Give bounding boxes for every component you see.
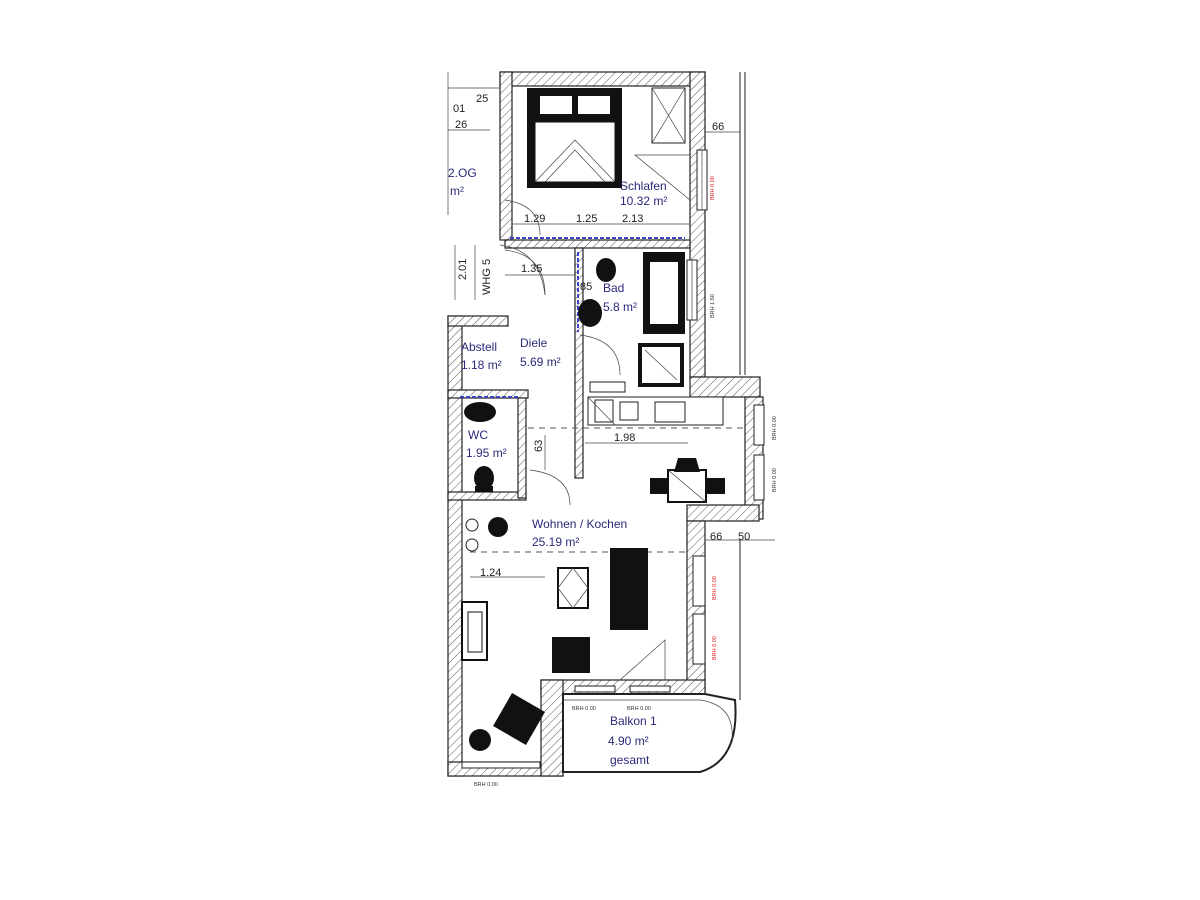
room-area-balkon: 4.90 m² bbox=[608, 734, 649, 748]
brh-red-mid1: BRH 0.00 bbox=[712, 576, 718, 600]
dim-50: 50 bbox=[738, 531, 750, 543]
dim-198: 1.98 bbox=[614, 432, 635, 444]
dim-125: 1.25 bbox=[576, 213, 597, 225]
dimension-lines bbox=[470, 223, 690, 578]
dim-66-mid: 66 bbox=[710, 531, 722, 543]
door-swings bbox=[504, 154, 691, 681]
room-name-wc: WC bbox=[468, 428, 488, 442]
room-area-bad: 5.8 m² bbox=[603, 300, 637, 314]
room-labels: Schlafen 10.32 m² 2.13 Bad 5.8 m² Diele … bbox=[448, 166, 667, 767]
balcony-furniture bbox=[469, 693, 545, 751]
room-name-neighbor: 2.OG bbox=[448, 166, 477, 180]
dining-table bbox=[650, 458, 725, 503]
room-name-schlafen: Schlafen bbox=[620, 179, 667, 193]
dim-85: 85 bbox=[580, 281, 592, 293]
exterior-lines bbox=[705, 72, 775, 700]
wardrobe bbox=[651, 87, 686, 144]
room-area-neighbor: m² bbox=[450, 184, 464, 198]
dim-63: 63 bbox=[533, 440, 545, 452]
door-markers bbox=[460, 237, 685, 398]
room-area-wohnen: 25.19 m² bbox=[532, 535, 579, 549]
room-name-balkon: Balkon 1 bbox=[610, 714, 657, 728]
room-area-abstell: 1.18 m² bbox=[461, 358, 502, 372]
brh-red-top: BRH 0.00 bbox=[710, 176, 716, 200]
dim-whg: WHG 5 bbox=[481, 259, 493, 295]
room-note-balkon: gesamt bbox=[610, 753, 650, 767]
balcony-outline bbox=[562, 693, 737, 773]
dim-66-top: 66 bbox=[712, 121, 724, 133]
brh-red-mid2: BRH 0.00 bbox=[712, 636, 718, 660]
room-dim-schlafen: 2.13 bbox=[622, 213, 643, 225]
brh-label-balkon2: BRH 0.00 bbox=[627, 706, 651, 712]
living-furniture bbox=[461, 517, 648, 673]
brh-label-mid2: BRH 0.00 bbox=[772, 468, 778, 492]
dim-129: 1.29 bbox=[524, 213, 545, 225]
dim-01: 01 bbox=[453, 103, 465, 115]
room-area-schlafen: 10.32 m² bbox=[620, 194, 667, 208]
brh-label-bottom: BRH 0.00 bbox=[474, 782, 498, 788]
room-name-abstell: Abstell bbox=[461, 340, 497, 354]
room-name-bad: Bad bbox=[603, 281, 624, 295]
brh-label-balkon1: BRH 0.00 bbox=[572, 706, 596, 712]
dim-26: 26 bbox=[455, 119, 467, 131]
brh-label-mid1: BRH 0.00 bbox=[772, 416, 778, 440]
room-name-wohnen: Wohnen / Kochen bbox=[532, 517, 627, 531]
kitchen bbox=[587, 381, 724, 426]
brh-label-top: BRH 1.60 bbox=[710, 294, 716, 318]
dim-201: 2.01 bbox=[457, 259, 469, 280]
bed bbox=[527, 88, 622, 188]
dashed-lines bbox=[470, 427, 745, 553]
bath-fixtures bbox=[578, 252, 685, 387]
dim-25: 25 bbox=[476, 93, 488, 105]
wc-fixtures bbox=[464, 402, 496, 492]
dimension-labels: 01 25 26 66 1.29 1.25 1.35 2.01 WHG 5 85… bbox=[453, 93, 750, 579]
windows bbox=[461, 149, 765, 769]
dim-135: 1.35 bbox=[521, 263, 542, 275]
room-area-diele: 5.69 m² bbox=[520, 355, 561, 369]
room-name-diele: Diele bbox=[520, 336, 548, 350]
dim-124: 1.24 bbox=[480, 567, 501, 579]
sill-labels: BRH 1.60 BRH 0.00 BRH 0.00 BRH 0.00 BRH … bbox=[474, 176, 778, 788]
room-area-wc: 1.95 m² bbox=[466, 446, 507, 460]
